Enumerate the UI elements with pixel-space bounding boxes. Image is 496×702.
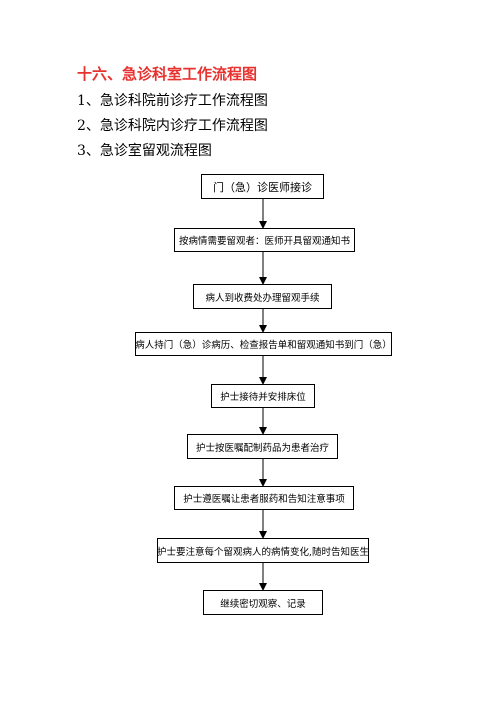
flow-step-reception: 门（急）诊医师接诊 (201, 174, 324, 199)
flow-step-monitor-condition: 护士要注意每个留观病人的病情变化,随时告知医生 (157, 538, 369, 563)
flow-step-assign-bed: 护士接待并安排床位 (211, 384, 315, 408)
flow-step-prepare-medication: 护士按医嘱配制药品为患者治疗 (187, 434, 338, 459)
list-item-observation: 3、急诊室留观流程图 (77, 143, 212, 159)
flow-step-payment: 病人到收费处办理留观手续 (193, 284, 332, 309)
flow-step-continue-observation: 继续密切观察、记录 (203, 590, 323, 615)
list-item-inhospital: 2、急诊科院内诊疗工作流程图 (77, 118, 268, 134)
flowchart-list: 1、急诊科院前诊疗工作流程图 2、急诊科院内诊疗工作流程图 3、急诊室留观流程图 (77, 91, 268, 166)
list-item-prehospital: 1、急诊科院前诊疗工作流程图 (77, 93, 268, 109)
flow-step-bring-documents: 病人持门（急）诊病历、检查报告单和留观通知书到门（急） (135, 332, 392, 356)
flow-step-medication-instructions: 护士遵医嘱让患者服药和告知注意事项 (174, 486, 354, 510)
section-heading: 十六、急诊科室工作流程图 (77, 65, 258, 83)
flow-step-observation-notice: 按病情需要留观者：医师开具留观通知书 (174, 228, 355, 252)
